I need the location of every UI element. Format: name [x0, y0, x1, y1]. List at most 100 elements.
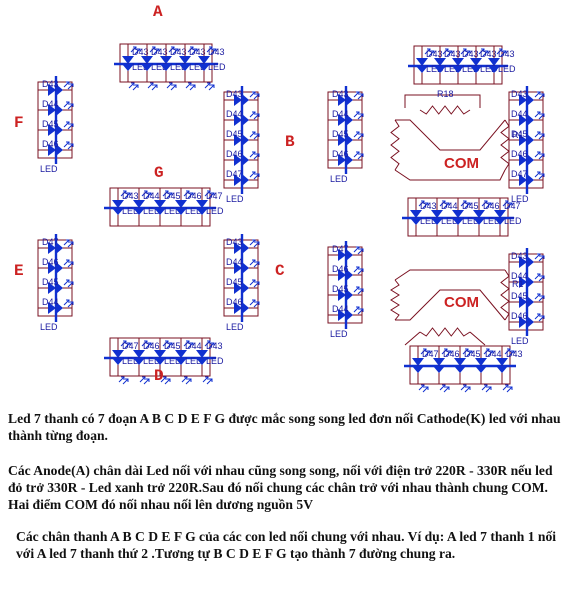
resistor: [419, 327, 471, 337]
segment-letter-g: G: [154, 164, 164, 182]
emission-arrows: [353, 151, 364, 160]
emission-arrows: [353, 286, 364, 295]
led-diode: [338, 94, 346, 106]
led-type-label: LED: [185, 356, 203, 366]
led-diode: [475, 358, 487, 366]
led-diode: [242, 302, 249, 314]
led-ref-label: D44: [42, 99, 59, 109]
led-diode: [242, 94, 249, 106]
led-ref-label: D43: [208, 47, 225, 57]
emission-arrows: [149, 46, 160, 55]
led-diode: [234, 154, 242, 166]
led-ref-label: D45: [42, 277, 59, 287]
led-diode: [175, 358, 187, 365]
led-type-label: LED: [462, 216, 480, 226]
emission-arrows: [63, 299, 74, 308]
emission-arrows: [147, 82, 158, 91]
led-diode: [154, 350, 166, 358]
led-diode: [488, 66, 500, 73]
led-diode: [56, 282, 63, 294]
resistor-label-r18: R18: [437, 89, 454, 99]
led-ref-label: D45: [464, 349, 481, 359]
led-diode: [48, 302, 56, 314]
segment-letter-a: A: [153, 3, 163, 21]
emission-arrows: [462, 348, 473, 357]
led-diode: [473, 218, 485, 225]
resistor-label-r1-top: R1: [512, 130, 524, 140]
led-diode: [56, 124, 63, 136]
right-seven-segment-diagram: D43LEDD43LEDD43LEDD43LEDD43LEDD43D44D45D…: [327, 45, 545, 393]
led-type-label: LED: [185, 206, 203, 216]
led-diode: [196, 350, 208, 358]
emission-arrows: [460, 200, 471, 209]
led-type-label: LED: [122, 356, 140, 366]
emission-arrows: [168, 46, 179, 55]
led-diode: [175, 208, 187, 215]
emission-arrows: [481, 384, 492, 393]
led-ref-label: D44: [143, 191, 160, 201]
led-diode: [133, 358, 145, 365]
emission-arrows: [504, 348, 515, 357]
led-ref-label: D46: [226, 149, 243, 159]
led-diode: [473, 210, 485, 218]
led-diode: [527, 154, 534, 166]
emission-arrows: [63, 81, 74, 90]
led-ref-label: D45: [164, 191, 181, 201]
emission-arrows: [439, 200, 450, 209]
led-ref-label: D46: [483, 201, 500, 211]
led-diode: [519, 114, 527, 126]
led-ref-label: D47: [504, 201, 521, 211]
emission-arrows: [353, 306, 364, 315]
led-type-label: LED: [40, 322, 58, 332]
led-diode: [48, 282, 56, 294]
led-diode: [416, 58, 428, 66]
led-diode: [179, 56, 191, 64]
led-ref-label: D46: [185, 191, 202, 201]
emission-arrows: [460, 48, 471, 57]
led-ref-label: D45: [226, 277, 243, 287]
led-diode: [494, 210, 506, 218]
led-ref-label: D43: [444, 49, 461, 59]
emission-arrows: [63, 239, 74, 248]
led-diode: [154, 208, 166, 215]
com-wire: [394, 169, 506, 181]
led-diode: [198, 64, 210, 71]
emission-arrows: [249, 171, 260, 180]
led-diode: [141, 56, 153, 64]
emission-arrows: [206, 46, 217, 55]
led-ref-label: D44: [485, 349, 502, 359]
led-diode: [48, 262, 56, 274]
led-diode: [198, 56, 210, 64]
led-diode: [454, 358, 466, 366]
led-ref-label: D45: [332, 284, 349, 294]
led-diode: [338, 269, 346, 281]
resistor: [500, 269, 510, 321]
emission-arrows: [502, 200, 513, 209]
led-ref-label: D43: [226, 89, 243, 99]
paragraph-cathode: Led 7 thanh có 7 đoạn A B C D E F G được…: [8, 411, 561, 443]
emission-arrows: [63, 101, 74, 110]
emission-arrows: [141, 190, 152, 199]
com-wire: [404, 94, 481, 108]
led-type-label: LED: [504, 216, 522, 226]
led-type-label: LED: [170, 62, 188, 72]
led-diode: [234, 94, 242, 106]
led-type-label: LED: [40, 164, 58, 174]
emission-arrows: [502, 384, 513, 393]
emission-arrows: [534, 111, 545, 120]
left-seven-segment-diagram: D43LEDD43LEDD43LEDD43LEDD43LEDD43D44D45D…: [37, 43, 260, 385]
led-diode: [338, 289, 346, 301]
led-diode: [410, 218, 422, 225]
led-ref-label: D47: [42, 237, 59, 247]
com-label-bottom: COM: [444, 294, 479, 311]
led-ref-label: D43: [206, 341, 223, 351]
led-ref-label: D45: [511, 291, 528, 301]
led-diode: [234, 174, 242, 186]
resistor: [390, 119, 400, 171]
led-diode: [519, 94, 527, 106]
emission-arrows: [534, 151, 545, 160]
